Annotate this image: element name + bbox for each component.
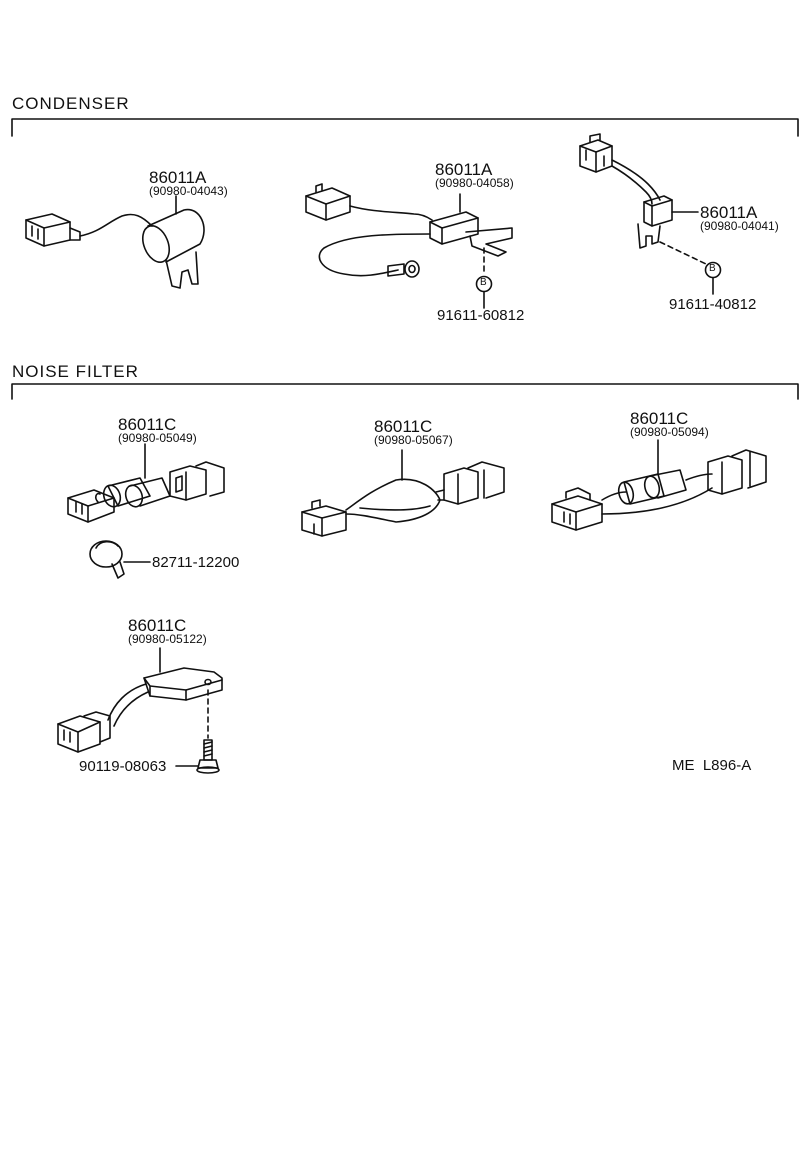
condenser-2-illustration xyxy=(306,184,512,308)
condenser-bracket xyxy=(12,119,798,136)
condenser-3-part-number: 86011A xyxy=(700,203,758,222)
condenser-2-sub-number: (90980-04058) xyxy=(435,176,514,190)
condenser-2-fastener-mark: B xyxy=(480,277,487,288)
condenser-2-part-number: 86011A xyxy=(435,160,493,179)
noise-filter-4-illustration xyxy=(58,648,222,773)
noise-filter-4-part-number: 86011C xyxy=(128,616,187,635)
noise-filter-2-sub-number: (90980-05067) xyxy=(374,433,453,447)
condenser-1-sub-number: (90980-04043) xyxy=(149,184,228,198)
noise-filter-4-sub-number: (90980-05122) xyxy=(128,632,207,646)
noise-filter-1-part-number: 86011C xyxy=(118,415,177,434)
noise-filter-3-illustration xyxy=(552,440,766,530)
condenser-2-fastener-number: 91611-60812 xyxy=(437,307,525,324)
condenser-3-fastener-number: 91611-40812 xyxy=(669,296,757,313)
condenser-3-fastener-mark: B xyxy=(709,263,716,274)
condenser-1-part-number: 86011A xyxy=(149,168,207,187)
diagram-code: ME L896-A xyxy=(672,757,752,774)
noise-filter-2-part-number: 86011C xyxy=(374,417,433,436)
condenser-1-illustration xyxy=(26,196,204,288)
condenser-section-title: CONDENSER xyxy=(12,94,130,113)
condenser-3-sub-number: (90980-04041) xyxy=(700,219,779,233)
noise-filter-3-part-number: 86011C xyxy=(630,409,689,428)
noise-filter-1-sub-number: (90980-05049) xyxy=(118,431,197,445)
noise-filter-2-illustration xyxy=(302,450,504,536)
noise-filter-bracket xyxy=(12,384,798,399)
condenser-3-illustration xyxy=(580,134,721,294)
noise-filter-3-sub-number: (90980-05094) xyxy=(630,425,709,439)
noise-filter-1-illustration xyxy=(68,444,224,578)
noise-filter-section-title: NOISE FILTER xyxy=(12,362,139,381)
noise-filter-4-bolt-number: 90119-08063 xyxy=(79,758,167,775)
noise-filter-1-clip-number: 82711-12200 xyxy=(152,554,240,571)
